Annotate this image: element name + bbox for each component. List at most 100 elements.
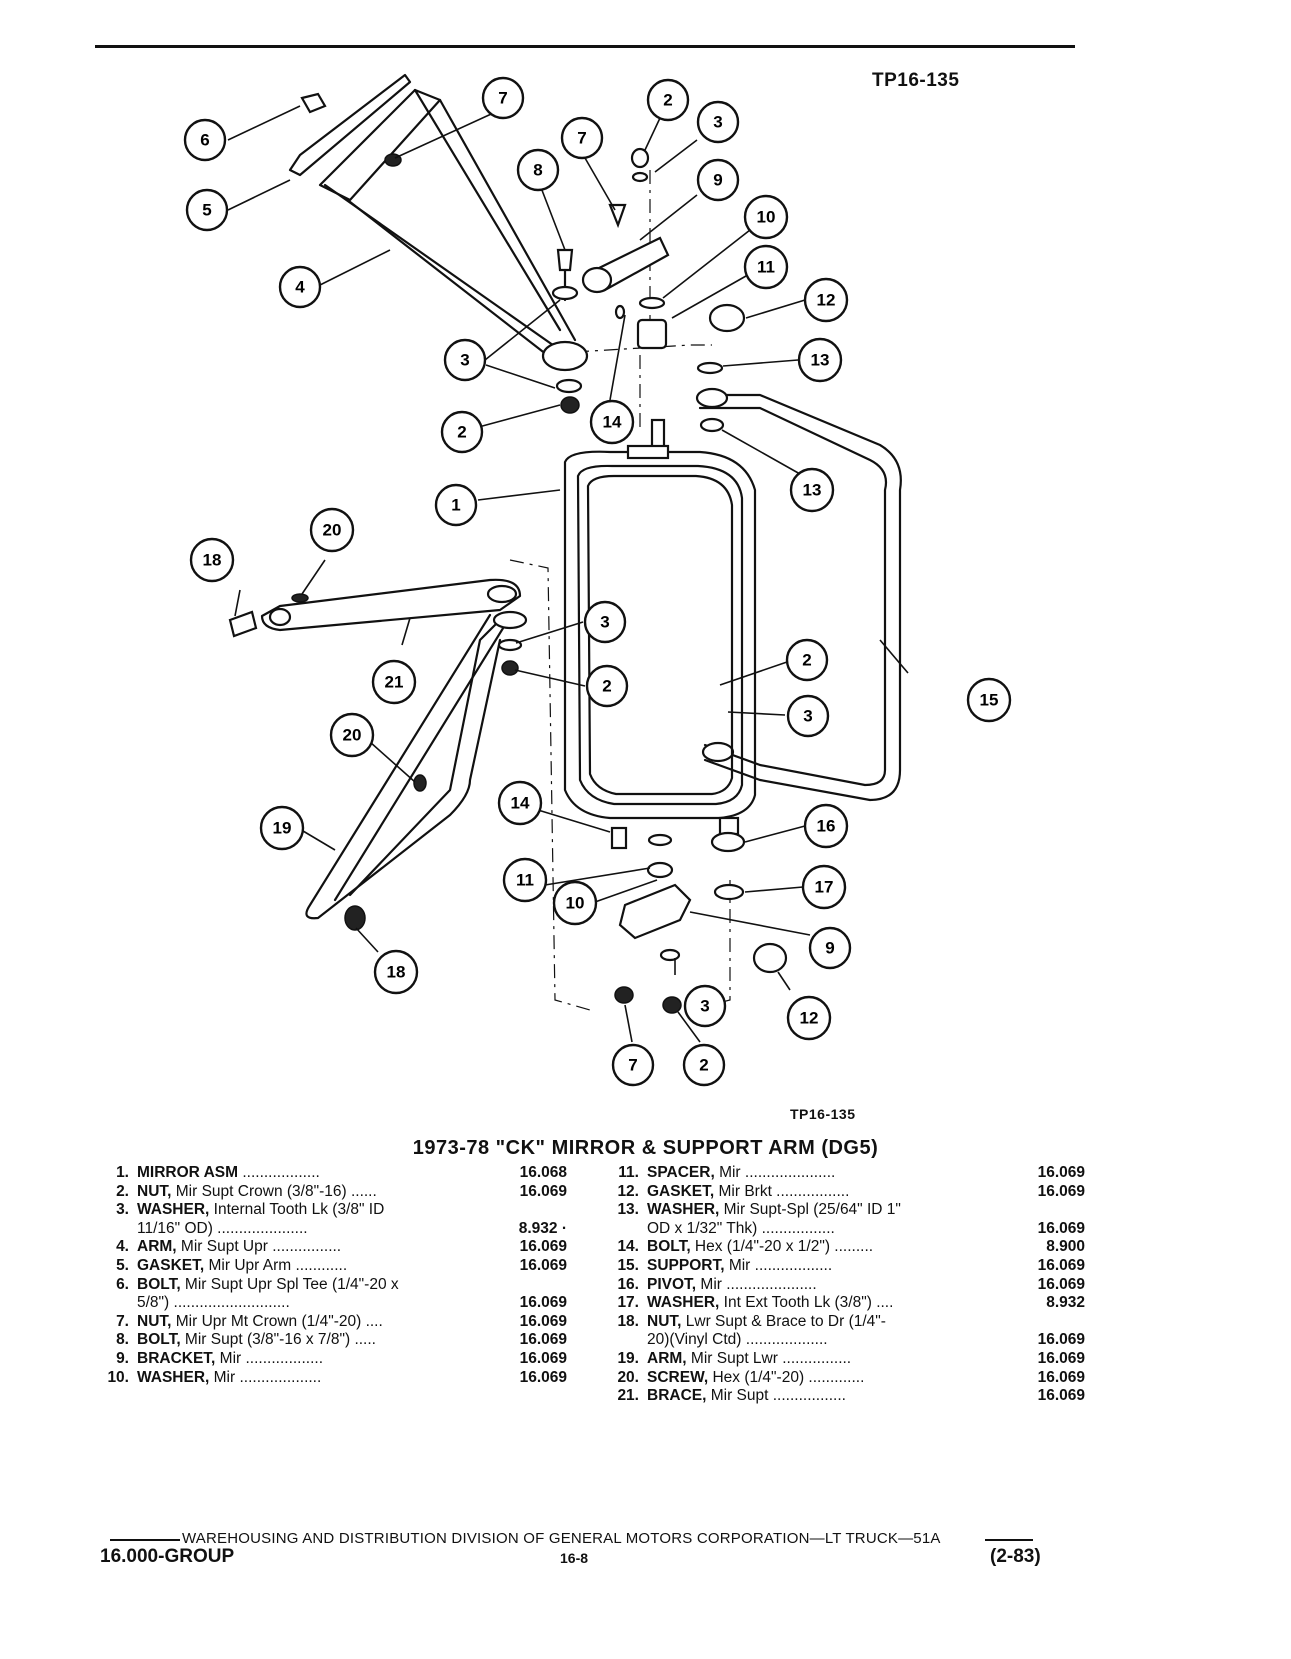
part-row: 4.ARM, Mir Supt Upr ................16.0… (97, 1238, 567, 1257)
part-detail: Hex (1/4"-20 x 1/2") ......... (690, 1238, 874, 1256)
svg-text:2: 2 (602, 677, 611, 696)
part-description: MIRROR ASM .................. (137, 1164, 499, 1183)
part-row: 19.ARM, Mir Supt Lwr ................16.… (607, 1350, 1085, 1369)
part-name: ARM, (647, 1349, 687, 1367)
part-description: GASKET, Mir Brkt ................. (647, 1183, 1017, 1202)
parts-list-title: 1973-78 "CK" MIRROR & SUPPORT ARM (DG5) (412, 1137, 879, 1159)
callout-2d: 2 (785, 638, 829, 682)
callout-8: 8 (516, 148, 560, 192)
part-name: BOLT, (647, 1238, 691, 1256)
callout-7: 7 (481, 76, 525, 120)
svg-text:20: 20 (343, 726, 362, 745)
figure-id-top: TP16-135 (872, 70, 960, 91)
callout-7c: 7 (611, 1043, 655, 1087)
part-number: 9. (116, 1349, 129, 1367)
svg-text:3: 3 (803, 707, 812, 726)
svg-text:3: 3 (713, 113, 722, 132)
callout-16: 16 (803, 803, 849, 849)
part-name: NUT, (137, 1182, 172, 1200)
callout-15: 15 (966, 677, 1012, 723)
part-code: 16.069 (519, 1368, 567, 1386)
callout-14b: 14 (497, 780, 543, 826)
footer-division-line: WAREHOUSING AND DISTRIBUTION DIVISION OF… (182, 1530, 941, 1547)
part-number: 19. (617, 1349, 639, 1367)
svg-text:14: 14 (511, 794, 530, 813)
callout-6: 6 (183, 118, 227, 162)
part-name: PIVOT, (647, 1275, 697, 1293)
callout-18b: 18 (373, 949, 419, 995)
lower-arm-and-brace (228, 578, 528, 931)
svg-text:11: 11 (516, 871, 534, 890)
part-code: 16.069 (1037, 1219, 1085, 1237)
part-code: 16.069 (1037, 1275, 1085, 1293)
part-number: 16. (617, 1275, 639, 1293)
part-name: SPACER, (647, 1164, 715, 1181)
callout-3: 3 (696, 100, 740, 144)
part-code: 16.069 (519, 1294, 567, 1312)
part-name: WASHER, (137, 1368, 210, 1386)
svg-text:2: 2 (663, 91, 672, 110)
svg-text:3: 3 (700, 997, 709, 1016)
part-number: 2. (116, 1182, 129, 1200)
part-name: GASKET, (647, 1182, 715, 1200)
part-row: 3.WASHER, Internal Tooth Lk (3/8" ID 11/… (97, 1201, 567, 1238)
svg-text:3: 3 (460, 351, 469, 370)
svg-text:12: 12 (817, 291, 836, 310)
callout-21: 21 (371, 659, 417, 705)
svg-text:4: 4 (295, 278, 305, 297)
part-description: BRACE, Mir Supt ................. (647, 1387, 1017, 1406)
callout-1: 1 (434, 483, 478, 527)
svg-text:18: 18 (387, 963, 406, 982)
svg-text:11: 11 (757, 258, 775, 277)
part-name: MIRROR ASM (137, 1164, 239, 1181)
svg-text:19: 19 (273, 819, 292, 838)
callout-2c: 2 (585, 664, 629, 708)
parts-list-right: 11.SPACER, Mir .....................16.0… (607, 1164, 1085, 1406)
part-row: 1.MIRROR ASM ..................16.068 (97, 1164, 567, 1183)
lower-hardware (610, 816, 788, 1014)
callout-18: 18 (189, 537, 235, 583)
svg-text:2: 2 (457, 423, 466, 442)
footer-rule-right (985, 1539, 1033, 1541)
part-description: WASHER, Mir Supt-Spl (25/64" ID 1" OD x … (647, 1201, 1017, 1238)
part-detail: Mir Supt (3/8"-16 x 7/8") ..... (180, 1331, 376, 1349)
top-rule (95, 45, 1075, 48)
part-description: WASHER, Internal Tooth Lk (3/8" ID 11/16… (137, 1201, 499, 1238)
svg-text:10: 10 (566, 894, 585, 913)
part-row: 2.NUT, Mir Supt Crown (3/8"-16) ......16… (97, 1183, 567, 1202)
callout-20b: 20 (329, 712, 375, 758)
part-detail: Mir Supt Lwr ................ (686, 1349, 852, 1367)
callout-12b: 12 (786, 995, 832, 1041)
part-number: 10. (107, 1368, 129, 1386)
callout-12: 12 (803, 277, 849, 323)
part-detail: Mir Upr Arm ............ (204, 1256, 348, 1274)
part-description: GASKET, Mir Upr Arm ............ (137, 1257, 499, 1276)
part-code: 16.069 (519, 1238, 567, 1256)
callout-5: 5 (185, 188, 229, 232)
svg-text:2: 2 (802, 651, 811, 670)
part-number: 15. (617, 1256, 639, 1274)
callout-4: 4 (278, 265, 322, 309)
part-row: 20.SCREW, Hex (1/4"-20) .............16.… (607, 1369, 1085, 1388)
svg-text:15: 15 (980, 691, 999, 710)
part-detail: Mir .................. (215, 1349, 324, 1367)
svg-text:21: 21 (385, 673, 404, 692)
part-description: NUT, Mir Upr Mt Crown (1/4"-20) .... (137, 1313, 499, 1332)
part-name: ARM, (137, 1238, 177, 1256)
part-row: 14.BOLT, Hex (1/4"-20 x 1/2") .........8… (607, 1238, 1085, 1257)
svg-text:7: 7 (498, 89, 507, 108)
svg-text:7: 7 (577, 129, 586, 148)
part-description: NUT, Lwr Supt & Brace to Dr (1/4"- 20)(V… (647, 1313, 1017, 1350)
svg-text:3: 3 (600, 613, 609, 632)
callout-17: 17 (801, 864, 847, 910)
part-number: 5. (116, 1256, 129, 1274)
part-number: 14. (617, 1238, 639, 1256)
part-name: NUT, (137, 1312, 172, 1330)
part-detail: Mir .................. (724, 1256, 833, 1274)
part-row: 7.NUT, Mir Upr Mt Crown (1/4"-20) ....16… (97, 1313, 567, 1332)
callout-10b: 10 (552, 880, 598, 926)
exploded-diagram: 6 5 7 4 8 7 2 3 9 10 11 12 13 3 2 14 13 … (183, 73, 1012, 1087)
part-number: 13. (617, 1201, 639, 1219)
part-row: 21.BRACE, Mir Supt .................16.0… (607, 1387, 1085, 1406)
part-name: NUT, (647, 1312, 682, 1330)
